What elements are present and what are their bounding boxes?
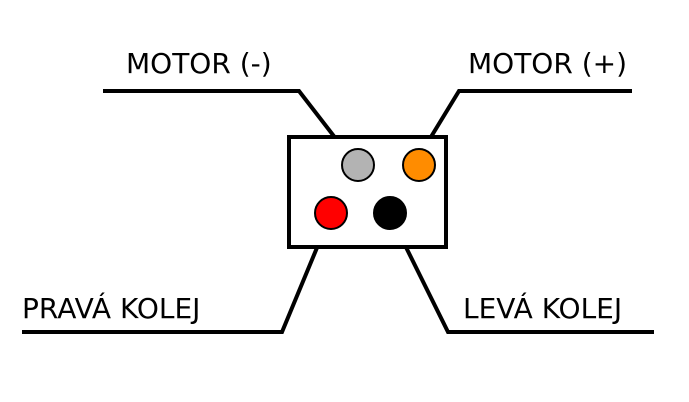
left-rail-pin: [373, 196, 407, 230]
left-rail-leader: [392, 222, 654, 334]
right-rail-label: PRAVÁ KOLEJ: [22, 291, 200, 325]
motor-minus-label: MOTOR (-): [126, 47, 272, 80]
left-rail-label: LEVÁ KOLEJ: [463, 291, 622, 325]
motor-plus-pin: [402, 148, 436, 182]
right-rail-leader: [22, 225, 328, 334]
right-rail-pin: [314, 196, 348, 230]
motor-minus-pin: [341, 148, 375, 182]
motor-plus-label: MOTOR (+): [468, 47, 627, 80]
motor-plus-leader: [421, 89, 632, 152]
